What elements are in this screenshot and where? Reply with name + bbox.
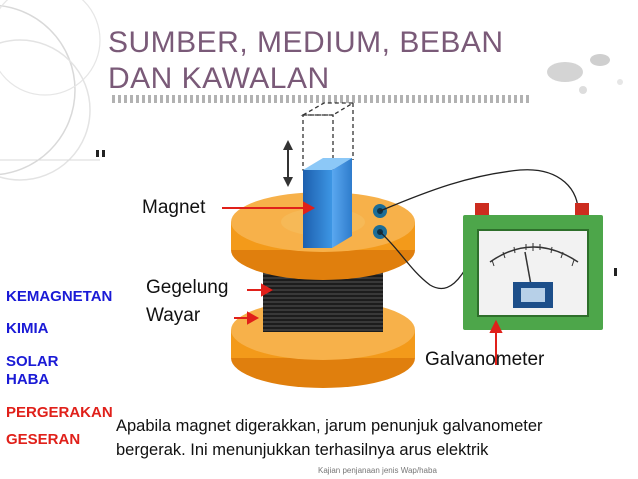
- mark: [96, 150, 99, 157]
- sparkle-decoration: [547, 54, 623, 94]
- energy-form-item: KEMAGNETAN: [6, 288, 113, 305]
- motion-arrow-icon: [283, 140, 293, 187]
- coil: [231, 192, 415, 388]
- caption-line-1: Apabila magnet digerakkan, jarum penunju…: [116, 417, 543, 435]
- label-coil-line-1: Gegelung: [146, 277, 229, 298]
- label-arrows: [222, 201, 503, 365]
- energy-form-item-highlighted: PERGERAKAN: [6, 404, 113, 421]
- energy-form-item-highlighted: GESERAN: [6, 431, 81, 448]
- slide-title-line-2: DAN KAWALAN: [108, 62, 330, 95]
- footer-source-text: Kajian penjanaan jenis Wap/haba: [318, 466, 437, 475]
- decorative-circles: [0, 0, 101, 181]
- obscured-text-band: [112, 95, 532, 103]
- magnet: [303, 158, 352, 248]
- slide-title-line-1: SUMBER, MEDIUM, BEBAN: [108, 26, 504, 59]
- energy-form-item: KIMIA: [6, 320, 49, 337]
- label-galvanometer: Galvanometer: [425, 349, 545, 370]
- label-magnet: Magnet: [142, 197, 206, 218]
- energy-form-item: HABA: [6, 371, 50, 388]
- mark: [102, 150, 105, 157]
- mark: [614, 268, 617, 276]
- energy-form-item: SOLAR: [6, 353, 59, 370]
- label-coil-line-2: Wayar: [146, 305, 201, 326]
- caption-line-2: bergerak. Ini menunjukkan terhasilnya ar…: [116, 441, 489, 459]
- galvanometer: [463, 203, 603, 330]
